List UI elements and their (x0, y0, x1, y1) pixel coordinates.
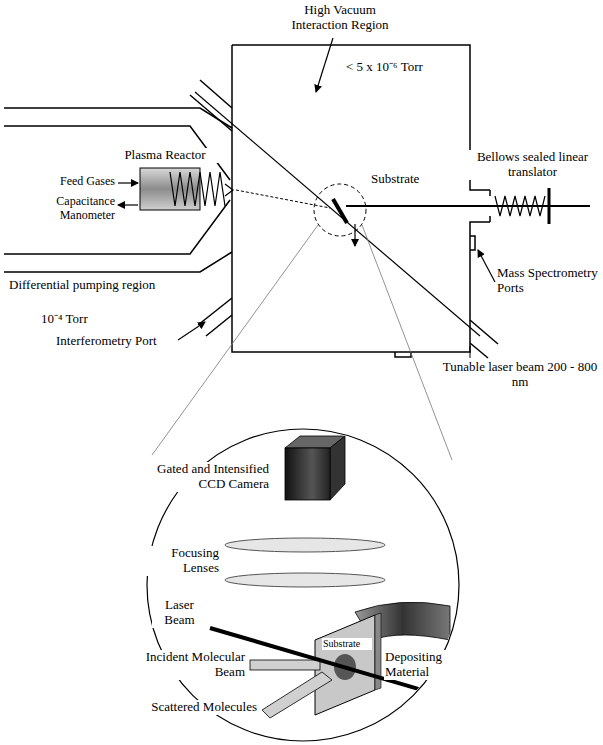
zoom-circle (314, 184, 366, 236)
part-label: Bellows sealed linear translator (465, 150, 600, 180)
leader-arrow (478, 250, 495, 282)
leader-line (470, 346, 471, 358)
port-label: Interferometry Port (55, 334, 177, 349)
part-label: Scattered Molecules (150, 700, 258, 715)
bellows (495, 196, 545, 216)
part-label: Focusing Lenses (140, 546, 220, 576)
pressure-label: 10⁻⁴ Torr (40, 312, 120, 327)
flange (548, 188, 551, 224)
part-label: Laser Beam (152, 598, 207, 628)
laser-port (190, 80, 498, 358)
part-label: Incident Molecular Beam (140, 650, 246, 680)
feed-arrow (118, 182, 138, 183)
scatter-arrow (354, 224, 355, 246)
part-label: Depositing Material (384, 650, 452, 680)
rf-coil (170, 172, 225, 206)
region-label: Differential pumping region (8, 278, 158, 293)
nozzle (225, 184, 233, 196)
zoom-line (362, 225, 452, 460)
leader-arrow (178, 322, 205, 340)
part-label: Gated and Intensified CCD Camera (130, 462, 270, 492)
manometer-arrow (118, 204, 138, 205)
laser-label: Tunable laser beam 200 - 800 nm (440, 360, 600, 390)
pumping-tube (4, 108, 232, 272)
vacuum-chamber (232, 45, 490, 357)
part-label: Feed Gases (20, 175, 116, 189)
laser-beam (195, 92, 480, 336)
part-label: Substrate (370, 172, 440, 187)
part-label: Substrate (322, 638, 372, 650)
translator-rod (346, 205, 590, 207)
part-label: Capacitance Manometer (4, 195, 116, 223)
region-label: High Vacuum Interaction Region (285, 3, 395, 33)
part-label: Plasma Reactor (110, 148, 220, 163)
leader-arrow (316, 38, 333, 92)
port-label: Mass Spectrometry Ports (496, 266, 600, 296)
pressure-label: < 5 x 10⁻⁶ Torr (345, 60, 460, 75)
substrate-plate (333, 199, 347, 223)
